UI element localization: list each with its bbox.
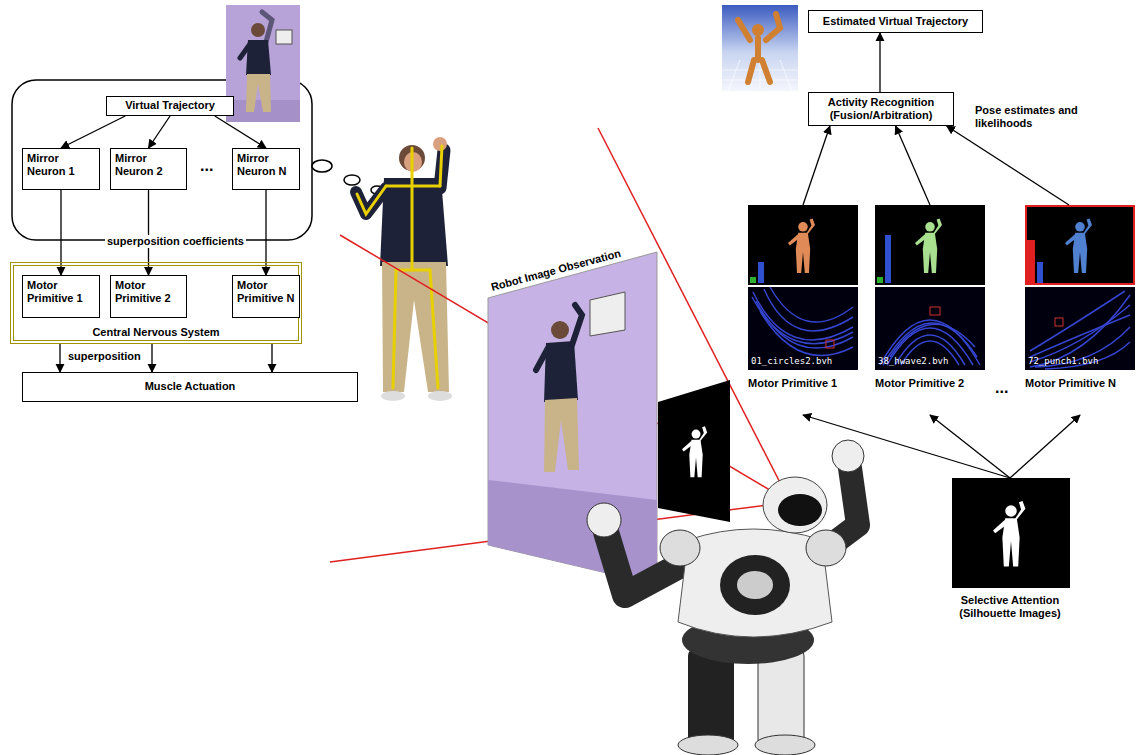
node-text: Motor Primitive 1 bbox=[748, 377, 848, 390]
node-text: 38_hwave2.bvh bbox=[878, 356, 948, 366]
node-text: Estimated Virtual Trajectory bbox=[823, 15, 968, 28]
process-box: Muscle Actuation bbox=[22, 372, 358, 402]
primitive-panel: 72_punch1.bvhMotor Primitive N bbox=[1025, 205, 1135, 415]
arrow-connector bbox=[149, 116, 171, 148]
neuron-box: Mirror Neuron 1 bbox=[22, 148, 100, 190]
process-box: Estimated Virtual Trajectory bbox=[808, 10, 983, 33]
arrow-connector bbox=[896, 126, 930, 205]
edge-note: superposition bbox=[66, 350, 143, 363]
ellipsis: ... bbox=[995, 378, 1008, 397]
arrow-connector bbox=[215, 116, 266, 148]
edge-note: Pose estimates and likelihoods bbox=[975, 104, 1085, 130]
system-box: Central Nervous System Motor Primitive 1 M… bbox=[10, 262, 302, 344]
node-text: Motor Primitive N bbox=[1025, 377, 1125, 390]
arrow-connector bbox=[947, 126, 1069, 205]
node-text: Motor Primitive 2 bbox=[115, 279, 182, 305]
edge-note: superposition coefficients bbox=[105, 235, 246, 248]
ellipsis: ... bbox=[200, 156, 213, 175]
node-text: 01_circles2.bvh bbox=[751, 356, 832, 366]
arrow-connector bbox=[61, 116, 125, 148]
node-text: Activity Recognition (Fusion/Arbitration… bbox=[813, 96, 949, 122]
primitive-box: Motor Primitive 2 bbox=[110, 275, 187, 318]
process-box: Activity Recognition (Fusion/Arbitration… bbox=[808, 92, 954, 126]
arrow-connector bbox=[879, 33, 880, 92]
arrow-connector bbox=[930, 415, 1010, 478]
node-text: Motor Primitive 2 bbox=[875, 377, 975, 390]
primitive-panel: 38_hwave2.bvhMotor Primitive 2 bbox=[875, 205, 985, 415]
neuron-box: Mirror Neuron N bbox=[232, 148, 300, 190]
node-text: Mirror Neuron 1 bbox=[27, 152, 95, 178]
node-text: Motor Primitive N bbox=[237, 279, 295, 305]
node-text: Virtual Trajectory bbox=[125, 99, 215, 112]
neuron-box: Mirror Neuron 2 bbox=[110, 148, 187, 190]
attention-panel: Selective Attention (Silhouette Images) bbox=[942, 478, 1078, 620]
node-text: Motor Primitive 1 bbox=[27, 279, 95, 305]
node-text: Mirror Neuron N bbox=[237, 152, 295, 178]
primitive-panel: 01_circles2.bvhMotor Primitive 1 bbox=[748, 205, 858, 415]
node-text: Muscle Actuation bbox=[145, 380, 236, 393]
process-box: Virtual Trajectory bbox=[106, 96, 234, 116]
node-text: Central Nervous System bbox=[14, 326, 298, 338]
primitive-box: Motor Primitive N bbox=[232, 275, 300, 318]
arrow-connector bbox=[1010, 415, 1080, 478]
node-text: 72_punch1.bvh bbox=[1028, 356, 1098, 366]
arrow-connector bbox=[803, 415, 1010, 478]
arrow-connector bbox=[271, 344, 272, 372]
node-text: Mirror Neuron 2 bbox=[115, 152, 182, 178]
arrow-connector bbox=[151, 344, 152, 372]
arrow-connector bbox=[803, 126, 830, 205]
arrow-connector bbox=[59, 344, 60, 372]
primitive-box: Motor Primitive 1 bbox=[22, 275, 100, 318]
node-text: Selective Attention (Silhouette Images) bbox=[942, 594, 1078, 620]
